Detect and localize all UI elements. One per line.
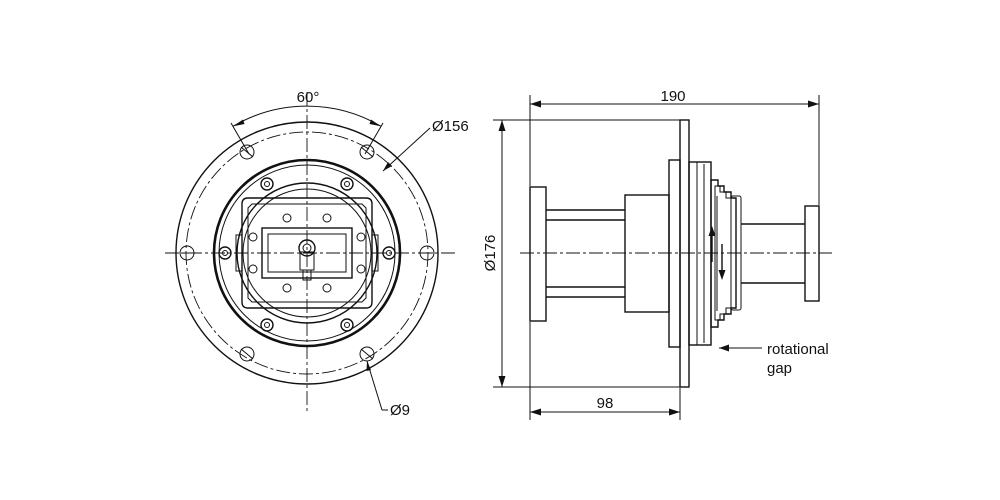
bolt — [218, 246, 232, 260]
right-flange — [804, 205, 820, 302]
hole-dimension: Ø9 — [366, 360, 410, 419]
left-flange — [529, 186, 547, 322]
angle-dimension: 60° — [230, 89, 384, 155]
gap-label-line1: rotational — [767, 341, 829, 358]
angle-label: 60° — [297, 89, 320, 106]
front-view: 60° Ø156 Ø9 — [165, 89, 469, 419]
stepped-flange — [668, 159, 681, 348]
body-inner-circle — [242, 188, 372, 318]
rotation-arrow-icon — [708, 226, 726, 280]
hole-label: Ø9 — [390, 402, 410, 419]
bolt — [340, 318, 354, 332]
mounting-hole — [419, 245, 435, 261]
mounting-hole — [359, 346, 375, 362]
outer-flange-circle — [175, 121, 439, 385]
length-label: 190 — [660, 88, 685, 105]
hub-block — [624, 194, 670, 313]
inner-bolts — [218, 177, 396, 332]
depth-dimension: 98 — [529, 322, 681, 420]
gap-dimension: rotational gap — [719, 341, 829, 377]
side-view: 190 Ø176 98 rotational gap — [482, 88, 832, 420]
depth-label: 98 — [597, 395, 614, 412]
gap-label-line2: gap — [767, 360, 792, 377]
main-plate — [679, 119, 690, 388]
waveguide-flange — [235, 197, 379, 309]
mounting-hole — [179, 245, 195, 261]
mounting-hole — [359, 144, 375, 160]
outer-mounting-holes — [179, 144, 435, 362]
bolt — [382, 246, 396, 260]
body-circle — [236, 182, 378, 324]
rotating-housing — [688, 161, 742, 346]
bolt — [260, 318, 274, 332]
bolt-circle-label: Ø156 — [432, 118, 469, 135]
bolt-circle-dimension: Ø156 — [382, 118, 469, 172]
mounting-hole — [239, 346, 255, 362]
mounting-hole — [239, 144, 255, 160]
diameter-label: Ø176 — [482, 235, 499, 272]
inner-thick-ring — [212, 158, 402, 348]
bolt — [260, 177, 274, 191]
length-dimension: 190 — [529, 88, 820, 205]
diameter-dimension: Ø176 — [482, 119, 680, 388]
bolt — [340, 177, 354, 191]
